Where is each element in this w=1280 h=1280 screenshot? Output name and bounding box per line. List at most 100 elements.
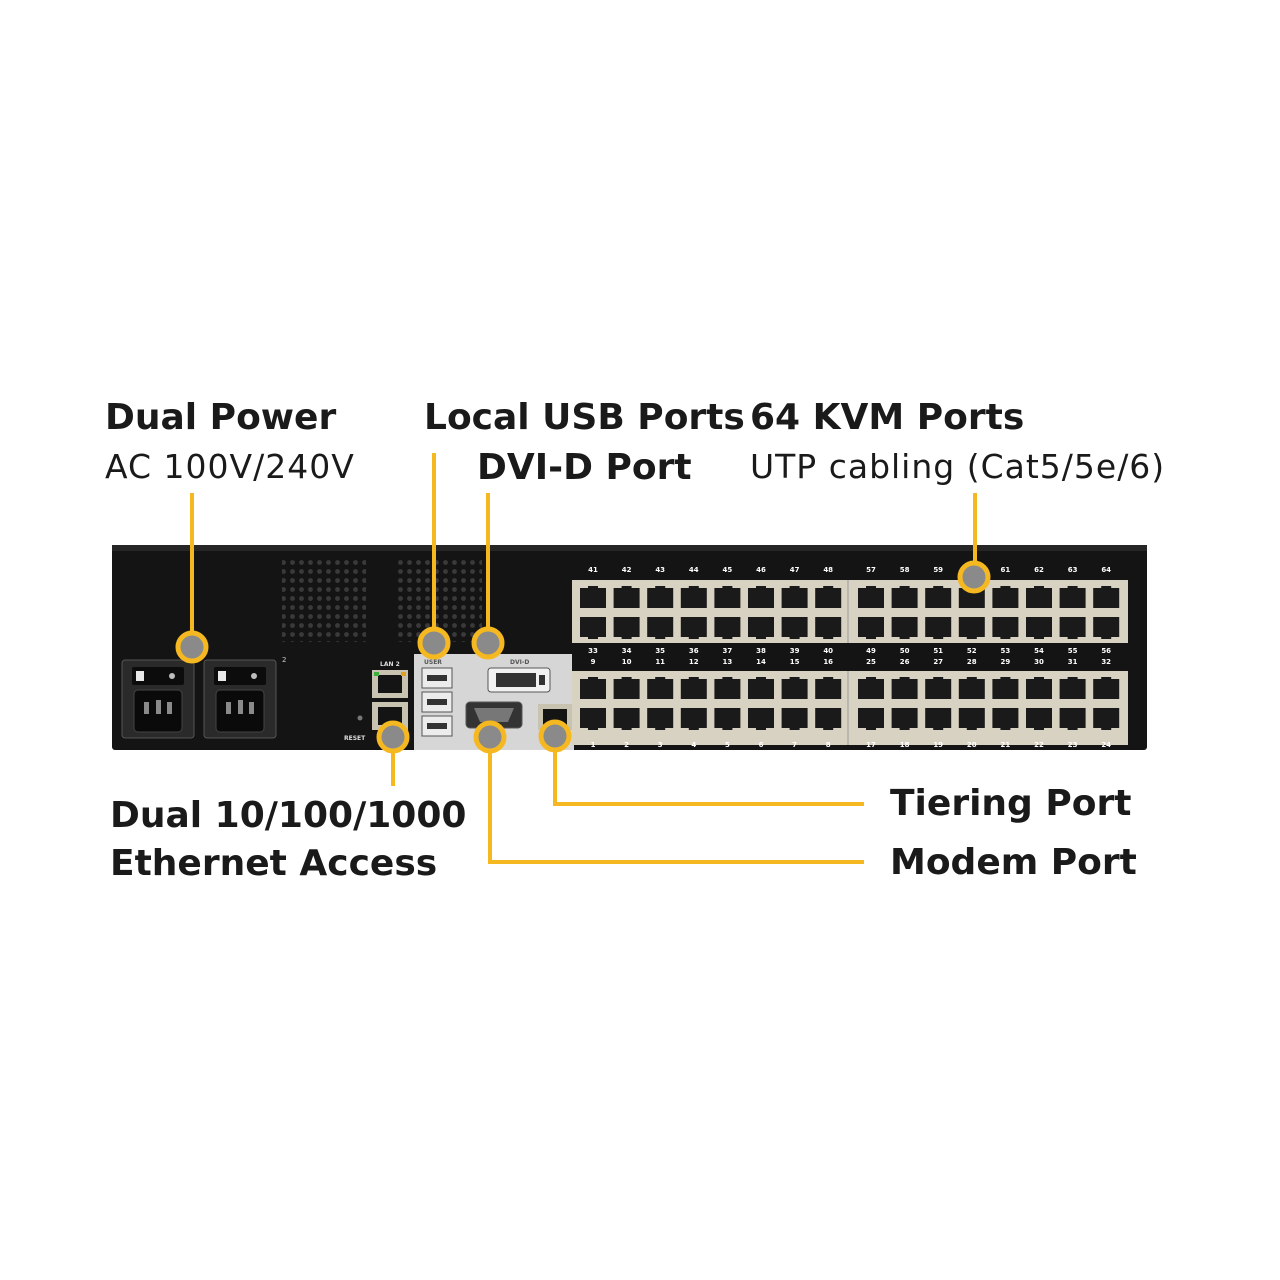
ethernet-line1: Dual 10/100/1000 bbox=[110, 795, 467, 836]
dot-ethernet bbox=[376, 720, 410, 754]
kvm-port-number: 54 bbox=[1034, 647, 1044, 655]
kvm-port-number: 4 bbox=[691, 741, 696, 749]
kvm-port-number: 39 bbox=[790, 647, 800, 655]
kvm-rj45-port bbox=[1059, 708, 1086, 730]
kvm-port-number: 2 bbox=[624, 741, 629, 749]
kvm-rj45-port bbox=[1093, 677, 1120, 699]
kvm-port-number: 38 bbox=[756, 647, 766, 655]
kvm-port-number: 24 bbox=[1101, 741, 1111, 749]
dot-dual-power bbox=[175, 630, 209, 664]
kvm-rj45-port bbox=[1059, 617, 1086, 639]
modem-port-title: Modem Port bbox=[890, 842, 1137, 883]
kvm-port-number: 11 bbox=[655, 658, 665, 666]
dual-power-subtitle: AC 100V/240V bbox=[105, 447, 355, 486]
kvm-rj45-port bbox=[992, 708, 1019, 730]
kvm-rj45-port bbox=[714, 677, 741, 699]
kvm-rj45-port bbox=[1093, 617, 1120, 639]
kvm-rj45-port bbox=[1093, 708, 1120, 730]
kvm-port-number: 63 bbox=[1068, 566, 1078, 574]
kvm-port-number: 16 bbox=[823, 658, 833, 666]
dot-dvi-d bbox=[471, 626, 505, 660]
callout-dots bbox=[175, 560, 991, 754]
kvm-port-number: 45 bbox=[723, 566, 733, 574]
kvm-rj45-port bbox=[992, 586, 1019, 608]
serial-modem-connector bbox=[465, 701, 523, 729]
kvm-rj45-port bbox=[925, 617, 952, 639]
kvm-rj45-port bbox=[580, 617, 606, 639]
kvm-port-grid bbox=[580, 586, 1120, 730]
power-inlet-2 bbox=[203, 659, 277, 739]
kvm-rj45-port bbox=[815, 617, 842, 639]
kvm-port-number: 36 bbox=[689, 647, 699, 655]
kvm-port-number: 43 bbox=[655, 566, 665, 574]
kvm-port-number: 26 bbox=[900, 658, 910, 666]
kvm-rj45-port bbox=[958, 677, 985, 699]
kvm-rj45-port bbox=[680, 708, 707, 730]
kvm-rj45-port bbox=[815, 708, 842, 730]
kvm-port-number: 1 bbox=[591, 741, 596, 749]
local-usb-title: Local USB Ports bbox=[424, 397, 745, 438]
kvm-rj45-port bbox=[858, 586, 884, 608]
dvi-d-connector bbox=[487, 667, 551, 693]
kvm-port-number: 15 bbox=[790, 658, 800, 666]
leader-modem bbox=[488, 740, 864, 864]
kvm-port-number: 34 bbox=[622, 647, 632, 655]
kvm-port-number: 20 bbox=[967, 741, 977, 749]
kvm-port-number: 25 bbox=[866, 658, 876, 666]
kvm-rj45-port bbox=[1093, 586, 1120, 608]
ethernet-port-1 bbox=[372, 670, 408, 698]
kvm-port-number: 3 bbox=[658, 741, 663, 749]
kvm-rj45-port bbox=[748, 708, 774, 730]
kvm-port-number: 61 bbox=[1001, 566, 1011, 574]
kvm-port-number: 47 bbox=[790, 566, 800, 574]
kvm-port-number: 35 bbox=[655, 647, 665, 655]
kvm-port-number: 49 bbox=[866, 647, 876, 655]
kvm-rj45-port bbox=[781, 586, 808, 608]
dot-tiering bbox=[538, 719, 572, 753]
kvm-rj45-port bbox=[748, 586, 774, 608]
kvm-rj45-port bbox=[613, 708, 640, 730]
kvm-port-number: 48 bbox=[823, 566, 833, 574]
kvm-port-number: 53 bbox=[1001, 647, 1011, 655]
kvm-rj45-port bbox=[815, 586, 842, 608]
reset-label: RESET bbox=[344, 735, 366, 742]
kvm-rj45-port bbox=[680, 677, 707, 699]
kvm-rj45-port bbox=[580, 708, 606, 730]
dvi-label: DVI-D bbox=[510, 659, 529, 666]
kvm-port-number: 37 bbox=[723, 647, 733, 655]
kvm-rj45-port bbox=[613, 586, 640, 608]
kvm-port-number: 12 bbox=[689, 658, 699, 666]
kvm-port-number: 17 bbox=[866, 741, 876, 749]
kvm-rj45-port bbox=[714, 708, 741, 730]
kvm-port-number: 57 bbox=[866, 566, 876, 574]
kvm-port-number: 50 bbox=[900, 647, 910, 655]
reset-button bbox=[357, 715, 363, 721]
kvm-port-number: 14 bbox=[756, 658, 766, 666]
kvm-port-number: 55 bbox=[1068, 647, 1078, 655]
kvm-port-number: 64 bbox=[1101, 566, 1111, 574]
ethernet-line2: Ethernet Access bbox=[110, 843, 438, 884]
kvm-rj45-port bbox=[781, 708, 808, 730]
kvm-port-number: 23 bbox=[1068, 741, 1078, 749]
kvm-rj45-port bbox=[858, 677, 884, 699]
kvm-rj45-port bbox=[714, 586, 741, 608]
kvm-port-number: 8 bbox=[826, 741, 831, 749]
kvm-port-number: 46 bbox=[756, 566, 766, 574]
leader-tiering bbox=[553, 740, 864, 806]
kvm-rj45-port bbox=[680, 617, 707, 639]
kvm-port-number: 32 bbox=[1101, 658, 1111, 666]
kvm-rj45-port bbox=[858, 617, 884, 639]
kvm-rj45-port bbox=[1026, 586, 1052, 608]
kvm-rj45-port bbox=[1026, 677, 1052, 699]
kvm-port-number: 19 bbox=[933, 741, 943, 749]
kvm-rj45-port bbox=[1059, 677, 1086, 699]
kvm-port-number: 10 bbox=[622, 658, 632, 666]
kvm-port-number: 33 bbox=[588, 647, 598, 655]
dot-local-usb bbox=[417, 626, 451, 660]
kvm-rj45-port bbox=[781, 617, 808, 639]
kvm-rj45-port bbox=[992, 617, 1019, 639]
kvm-rj45-port bbox=[891, 586, 918, 608]
kvm-port-number: 13 bbox=[723, 658, 733, 666]
kvm-rj45-port bbox=[613, 677, 640, 699]
